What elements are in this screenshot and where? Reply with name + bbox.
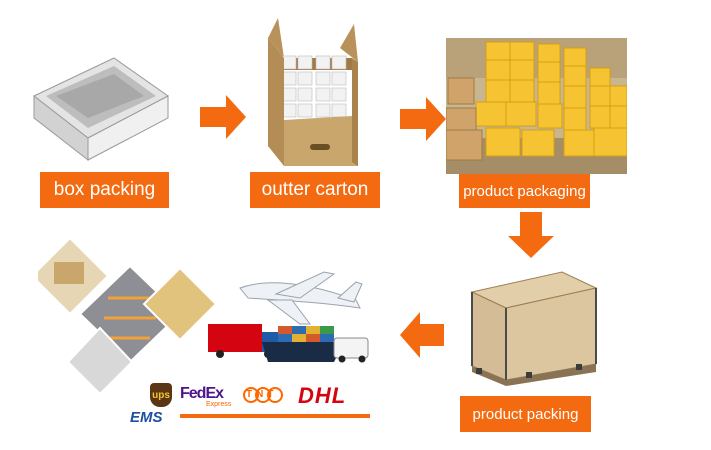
label-box-packing: box packing bbox=[40, 172, 169, 208]
dhl-logo-text: DHL bbox=[298, 383, 347, 408]
ems-logo: EMS bbox=[130, 409, 374, 429]
arrow-right-icon bbox=[400, 97, 446, 141]
ems-logo-text: EMS bbox=[130, 409, 163, 426]
fedex-logo: FedEx Express bbox=[180, 385, 240, 411]
tnt-logo-text: TNT bbox=[246, 389, 278, 400]
arrow-down-icon bbox=[508, 212, 554, 258]
tnt-logo: TNT bbox=[243, 383, 283, 409]
fedex-sub-text: Express bbox=[206, 401, 232, 408]
outter-carton-image bbox=[262, 18, 362, 168]
product-packaging-image bbox=[446, 38, 627, 174]
label-outter-carton: outter carton bbox=[250, 172, 380, 208]
arrow-left-icon bbox=[400, 312, 444, 358]
arrow-right-icon bbox=[200, 95, 246, 139]
label-product-packing: product packing bbox=[460, 396, 591, 432]
logistics-collage bbox=[38, 238, 384, 440]
ups-logo-text: ups bbox=[152, 389, 170, 401]
ups-logo: ups bbox=[150, 383, 172, 407]
ems-stripe bbox=[180, 414, 370, 418]
wooden-crate-image bbox=[466, 268, 599, 386]
fedex-logo-text: FedEx bbox=[180, 385, 224, 402]
box-tray-image bbox=[30, 38, 170, 163]
dhl-logo: DHL bbox=[298, 383, 368, 408]
label-product-packaging: product packaging bbox=[459, 174, 590, 208]
